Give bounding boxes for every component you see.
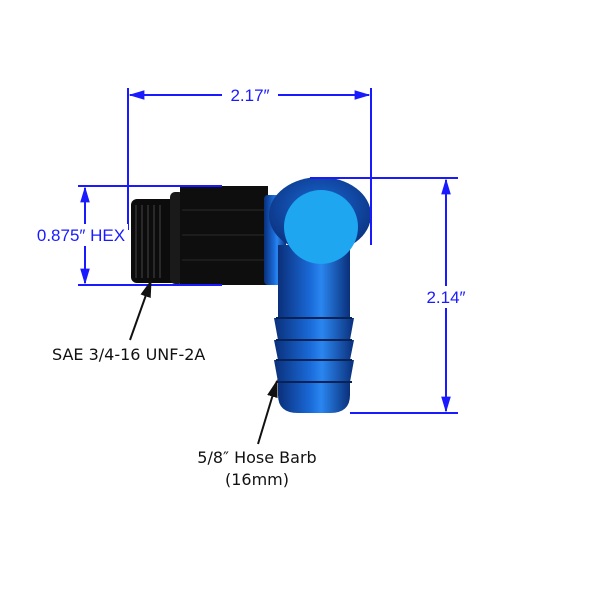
banjo-face xyxy=(284,190,358,264)
barb-callout-line1: 5/8″ Hose Barb xyxy=(197,448,316,467)
barb-callout-line2: (16mm) xyxy=(225,470,289,489)
thread-callout: SAE 3/4-16 UNF-2A xyxy=(52,345,205,364)
width-dimension-label: 2.17″ xyxy=(230,86,269,105)
height-dimension-label: 2.14″ xyxy=(426,288,465,307)
banjo-ring xyxy=(269,177,371,264)
barb-leader-arrow xyxy=(257,379,278,445)
thread-leader-arrow xyxy=(129,279,152,341)
thread-section xyxy=(131,192,184,284)
hex-nut xyxy=(180,186,268,285)
barb-stem xyxy=(274,245,354,413)
hex-dimension-label: 0.875″ HEX xyxy=(37,226,125,245)
